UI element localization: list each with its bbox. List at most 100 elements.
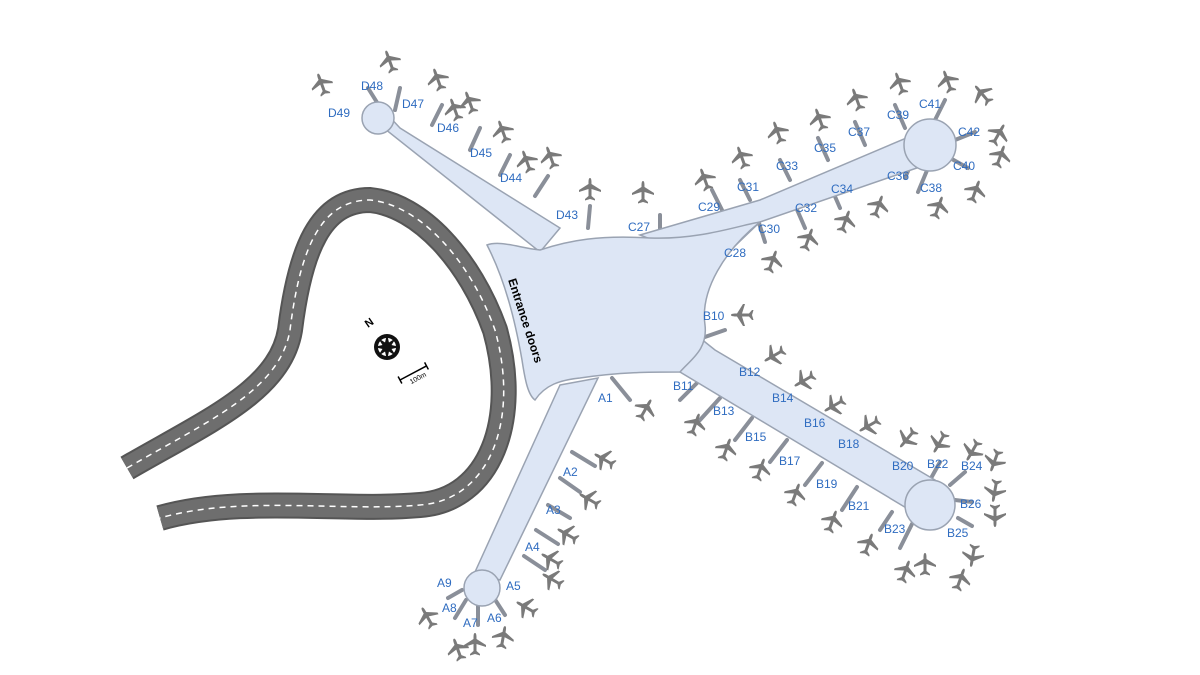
airplane-icon	[694, 168, 717, 192]
airplane-icon	[820, 510, 843, 534]
gate-label-b12[interactable]: B12	[739, 365, 761, 379]
gate-label-a5[interactable]: A5	[506, 579, 521, 593]
gate-label-d43[interactable]: D43	[556, 208, 578, 222]
gate-label-c40[interactable]: C40	[953, 159, 975, 173]
gate-label-b22[interactable]: B22	[927, 457, 949, 471]
gate-label-b13[interactable]: B13	[713, 404, 735, 418]
jetway	[948, 156, 970, 170]
airplane-icon	[856, 533, 879, 557]
airplane-icon	[833, 210, 856, 234]
gate-label-b24[interactable]: B24	[961, 459, 983, 473]
gate-label-d47[interactable]: D47	[402, 97, 424, 111]
aircraft-layer	[311, 50, 1011, 662]
airplane-icon	[379, 50, 402, 74]
jetway	[678, 378, 702, 402]
airplane-icon	[516, 598, 539, 619]
gate-label-a7[interactable]: A7	[463, 616, 478, 630]
gate-label-d46[interactable]: D46	[437, 121, 459, 135]
gate-label-b25[interactable]: B25	[947, 526, 969, 540]
gate-label-c27[interactable]: C27	[628, 220, 650, 234]
gate-label-b23[interactable]: B23	[884, 522, 906, 536]
gate-label-d49[interactable]: D49	[328, 106, 350, 120]
airplane-icon	[984, 478, 1007, 502]
gate-label-b11[interactable]: B11	[673, 379, 694, 393]
gate-label-c33[interactable]: C33	[776, 159, 798, 173]
gate-label-b10[interactable]: B10	[703, 309, 725, 323]
gate-label-a8[interactable]: A8	[442, 601, 457, 615]
airplane-icon	[418, 607, 439, 630]
gate-label-a4[interactable]: A4	[525, 540, 540, 554]
airplane-icon	[809, 108, 832, 132]
gate-label-c34[interactable]: C34	[831, 182, 853, 196]
concourse-d-hub	[361, 101, 395, 135]
jetway	[733, 416, 754, 442]
gate-label-c30[interactable]: C30	[758, 222, 780, 236]
jetway	[816, 136, 830, 162]
concourse-a-hub	[463, 569, 501, 607]
airplane-icon	[974, 85, 994, 107]
gate-label-c29[interactable]: C29	[698, 200, 720, 214]
gate-label-c37[interactable]: C37	[848, 125, 870, 139]
airplane-icon	[714, 438, 737, 462]
gate-label-d48[interactable]: D48	[361, 79, 383, 93]
airplane-icon	[632, 181, 654, 204]
gate-label-a1[interactable]: A1	[598, 391, 613, 405]
jetway	[570, 450, 597, 468]
airplane-icon	[579, 178, 601, 201]
runway-loop	[120, 186, 517, 531]
airplane-icon	[859, 414, 882, 435]
airplane-icon	[783, 483, 806, 507]
gate-label-b26[interactable]: B26	[960, 497, 982, 511]
gate-label-b21[interactable]: B21	[848, 499, 870, 513]
jetway	[803, 461, 824, 487]
gate-label-a6[interactable]: A6	[487, 611, 502, 625]
jetway	[928, 460, 942, 482]
jetway	[893, 103, 907, 130]
gate-label-c32[interactable]: C32	[795, 201, 817, 215]
gate-label-b20[interactable]: B20	[892, 459, 914, 473]
airplane-icon	[447, 638, 470, 662]
concourse-d	[379, 110, 562, 254]
gate-label-a2[interactable]: A2	[563, 465, 578, 479]
jetway	[393, 86, 402, 112]
gate-label-d44[interactable]: D44	[500, 171, 522, 185]
airplane-icon	[984, 448, 1007, 472]
jetway	[953, 498, 974, 504]
gate-label-b18[interactable]: B18	[838, 437, 860, 451]
gate-label-b19[interactable]: B19	[816, 477, 838, 491]
runway-surface	[121, 188, 515, 529]
gate-label-a9[interactable]: A9	[437, 576, 452, 590]
jetway	[778, 158, 792, 182]
gate-label-b15[interactable]: B15	[745, 430, 767, 444]
airplane-icon	[634, 399, 655, 422]
airplane-icon	[767, 121, 790, 145]
airplane-icon	[796, 228, 819, 252]
gate-label-c35[interactable]: C35	[814, 141, 836, 155]
gate-label-b17[interactable]: B17	[779, 454, 801, 468]
airplane-icon	[557, 525, 580, 546]
airplane-icon	[866, 195, 889, 219]
jetway	[710, 188, 724, 212]
gate-label-a3[interactable]: A3	[546, 503, 561, 517]
jetway	[700, 328, 727, 340]
jetway	[853, 120, 867, 147]
gate-label-c42[interactable]: C42	[958, 125, 980, 139]
airplane-icon	[459, 91, 482, 115]
gate-label-c36[interactable]: C36	[887, 169, 909, 183]
airplane-icon	[540, 146, 563, 170]
gate-label-b16[interactable]: B16	[804, 416, 826, 430]
gate-label-d45[interactable]: D45	[470, 146, 492, 160]
gate-label-c39[interactable]: C39	[887, 108, 909, 122]
gate-label-c38[interactable]: C38	[920, 181, 942, 195]
airplane-icon	[748, 458, 771, 482]
airplane-icon	[937, 70, 960, 94]
gate-label-c41[interactable]: C41	[919, 97, 941, 111]
airplane-icon	[444, 98, 467, 122]
gate-label-c28[interactable]: C28	[724, 246, 746, 260]
jetway	[953, 130, 977, 142]
airplane-icon	[579, 490, 602, 511]
gate-label-c31[interactable]: C31	[737, 180, 759, 194]
gate-label-b14[interactable]: B14	[772, 391, 794, 405]
airplane-icon	[311, 73, 334, 97]
